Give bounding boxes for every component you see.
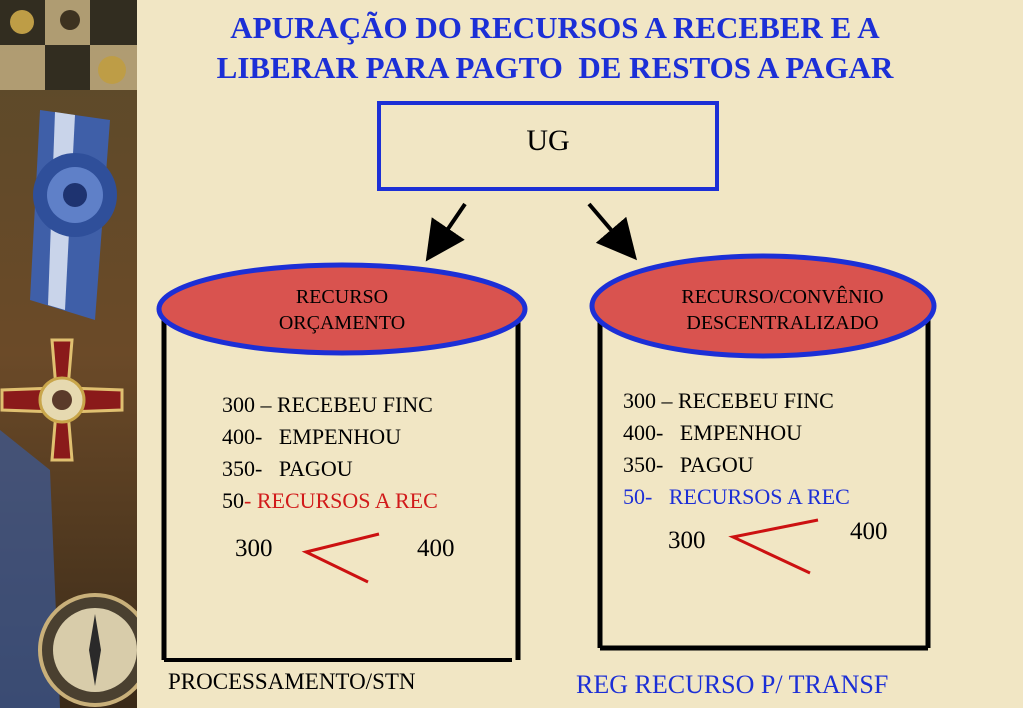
list-item: 300 – RECEBEU FINC (222, 392, 433, 417)
left-compare-left-value: 300 (235, 535, 273, 562)
list-item: 50- RECURSOS A REC (623, 484, 850, 509)
list-item: 400- EMPENHOU (623, 420, 803, 445)
medal-ribbon-icon (30, 110, 117, 320)
ug-label: UG (526, 124, 570, 157)
left-footer-label: PROCESSAMENTO/STN (168, 669, 416, 694)
left-cylinder-top (156, 262, 528, 356)
list-item: 350- PAGOU (222, 456, 353, 481)
list-item: 300 – RECEBEU FINC (623, 388, 834, 413)
arrow-to-right-cylinder (587, 202, 637, 261)
left-header-line-2: ORÇAMENTO (278, 312, 406, 334)
decorative-photo-strip (0, 0, 137, 708)
title-line-2: LIBERAR PARA PAGTO DE RESTOS A PAGAR (216, 50, 894, 85)
chessboard-icon (0, 0, 137, 90)
list-item: 50- RECURSOS A REC (222, 488, 438, 513)
right-comparison-mark (728, 518, 819, 575)
left-cylinder (156, 262, 528, 662)
slide-title: APURAÇÃO DO RECURSOS A RECEBER E A LIBER… (150, 8, 960, 88)
left-header-line-1: RECURSO (295, 286, 389, 308)
left-item-list: 300 – RECEBEU FINC 400- EMPENHOU 350- PA… (222, 389, 438, 517)
right-footer-label: REG RECURSO P/ TRANSF (576, 670, 889, 699)
arrow-to-left-cylinder (425, 202, 467, 262)
list-item: 350- PAGOU (623, 452, 754, 477)
right-cylinder-header: RECURSO/CONVÊNIO DESCENTRALIZADO (640, 284, 925, 336)
medal-cross-icon (0, 338, 124, 462)
right-item-list: 300 – RECEBEU FINC 400- EMPENHOU 350- PA… (623, 385, 850, 513)
right-header-line-2: DESCENTRALIZADO (686, 312, 879, 334)
list-item: 400- EMPENHOU (222, 424, 402, 449)
ug-box: UG (377, 101, 719, 191)
right-cylinder-top (589, 253, 937, 359)
title-line-1: APURAÇÃO DO RECURSOS A RECEBER E A (230, 10, 880, 45)
right-cylinder (589, 253, 937, 651)
right-compare-right-value: 400 (850, 518, 888, 545)
left-comparison-mark (301, 532, 380, 584)
left-cylinder-header: RECURSO ORÇAMENTO (232, 284, 452, 336)
right-header-line-1: RECURSO/CONVÊNIO (681, 286, 884, 308)
left-compare-right-value: 400 (417, 535, 455, 562)
compass-icon (38, 593, 137, 707)
right-compare-left-value: 300 (668, 527, 706, 554)
